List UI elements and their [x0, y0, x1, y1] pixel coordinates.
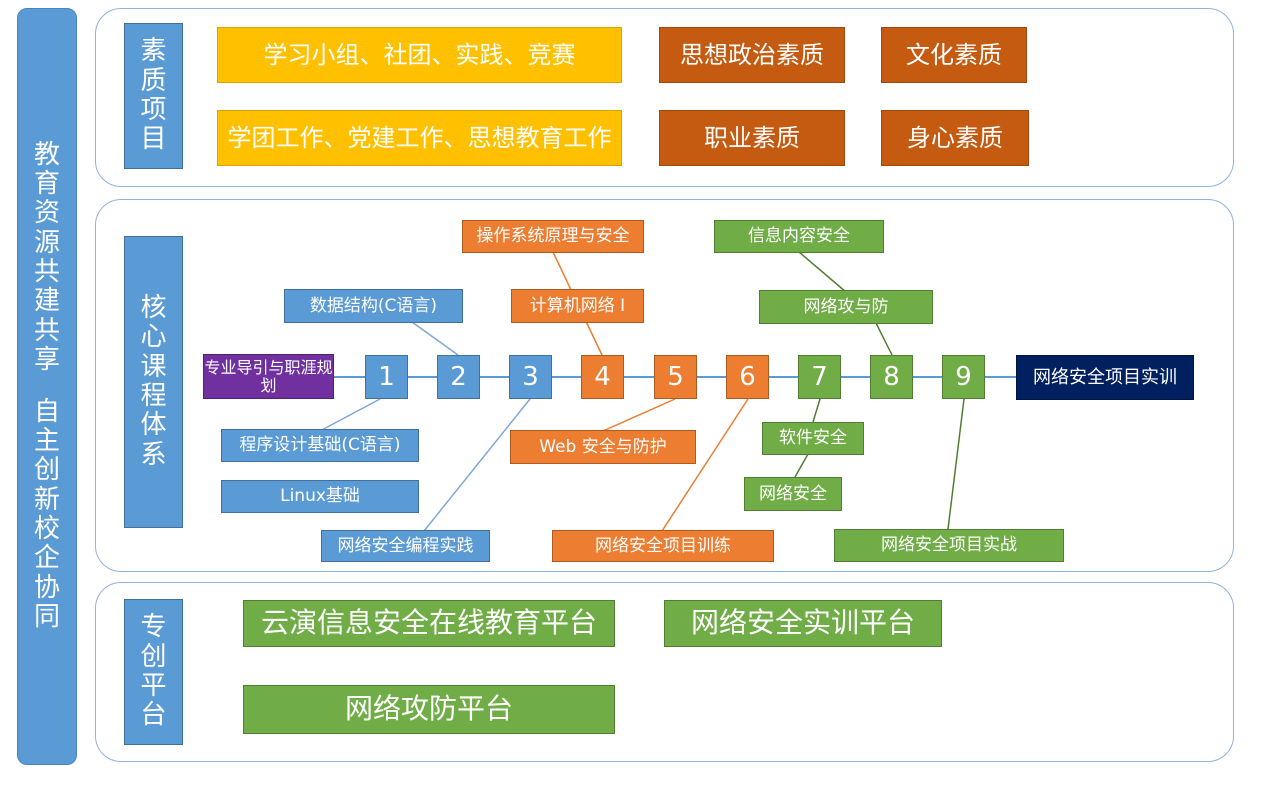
side-title-char: 资	[33, 198, 60, 229]
course-project-combat: 网络安全项目实战	[834, 529, 1064, 562]
quality-activity-2: 学团工作、党建工作、思想教育工作	[217, 110, 622, 166]
side-title-char: 自	[33, 396, 60, 427]
connector-line	[794, 453, 809, 478]
category-char: 项	[140, 95, 167, 125]
course-network-security: 网络安全	[744, 477, 842, 511]
course-attack-defense: 网络攻与防	[759, 290, 933, 324]
connector-line	[875, 322, 893, 356]
side-title-char: 新	[33, 484, 60, 515]
course-career-planning: 专业导引与职涯规划	[203, 354, 334, 399]
course-project-training: 网络安全项目训练	[552, 530, 774, 562]
course-data-structure: 数据结构(C语言)	[284, 289, 463, 323]
quality-physical: 身心素质	[881, 110, 1029, 166]
step-7: 7	[798, 355, 841, 399]
side-title-char: 同	[33, 602, 60, 633]
quality-ideological: 思想政治素质	[659, 27, 845, 83]
category-char: 程	[140, 381, 167, 411]
step-6: 6	[726, 355, 769, 399]
connector-line	[411, 321, 459, 356]
course-security-programming: 网络安全编程实践	[321, 530, 490, 562]
category-char: 素	[140, 36, 167, 67]
connector-line	[798, 251, 847, 293]
side-title-char: 创	[33, 455, 60, 486]
category-core: 核 心 课 程 体 系	[124, 236, 183, 528]
side-title: 教 育 资 源 共 建 共 享 自 主 创 新 校 企 协 同	[17, 8, 77, 765]
step-5: 5	[654, 355, 697, 399]
course-web-security: Web 安全与防护	[510, 430, 696, 464]
category-char: 质	[140, 65, 167, 96]
course-programming: 程序设计基础(C语言)	[221, 429, 419, 462]
course-project-practice: 网络安全项目实训	[1016, 355, 1194, 400]
platform-online-education: 云演信息安全在线教育平台	[243, 600, 615, 647]
step-9: 9	[942, 355, 985, 399]
quality-professional: 职业素质	[659, 110, 845, 166]
course-linux: Linux基础	[221, 480, 419, 513]
side-title-char: 共	[33, 257, 60, 287]
category-char: 核	[140, 292, 167, 323]
connector-line	[812, 398, 821, 423]
category-quality: 素 质 项 目	[124, 23, 183, 169]
step-8: 8	[870, 355, 913, 399]
category-char: 创	[140, 641, 167, 672]
step-1: 1	[365, 355, 408, 399]
connector-line	[947, 398, 965, 530]
connector-line	[602, 398, 676, 432]
step-3: 3	[509, 355, 552, 399]
category-char: 系	[140, 439, 167, 470]
side-title-char: 协	[33, 572, 60, 603]
side-title-char: 育	[33, 168, 60, 199]
quality-activity-1: 学习小组、社团、实践、竞赛	[217, 27, 622, 83]
side-title-char: 源	[33, 227, 60, 258]
course-software-security: 软件安全	[762, 422, 864, 455]
course-os: 操作系统原理与安全	[462, 220, 644, 253]
connector-line	[423, 398, 531, 532]
category-char: 专	[140, 612, 167, 643]
category-char: 体	[140, 410, 167, 441]
side-title-char: 校	[33, 514, 60, 544]
course-network: 计算机网络 I	[511, 289, 644, 323]
category-char: 平	[140, 671, 167, 701]
category-char: 台	[140, 700, 167, 731]
side-title-char: 企	[33, 543, 60, 574]
course-info-content: 信息内容安全	[714, 220, 884, 253]
platform-attack-defense: 网络攻防平台	[243, 685, 615, 734]
category-char: 心	[140, 322, 167, 353]
category-platform: 专 创 平 台	[124, 599, 183, 745]
step-4: 4	[581, 355, 624, 399]
connector-line	[317, 398, 381, 433]
category-char: 课	[140, 351, 167, 382]
step-2: 2	[437, 355, 480, 399]
platform-training: 网络安全实训平台	[664, 600, 942, 647]
side-title-char: 主	[33, 425, 60, 456]
side-title-char: 共	[33, 315, 60, 346]
side-title-char: 教	[33, 139, 60, 170]
quality-cultural: 文化素质	[881, 27, 1027, 83]
side-title-char: 享	[33, 345, 60, 376]
side-title-char: 建	[33, 286, 60, 317]
connector-line	[661, 398, 749, 532]
category-char: 目	[140, 124, 167, 155]
